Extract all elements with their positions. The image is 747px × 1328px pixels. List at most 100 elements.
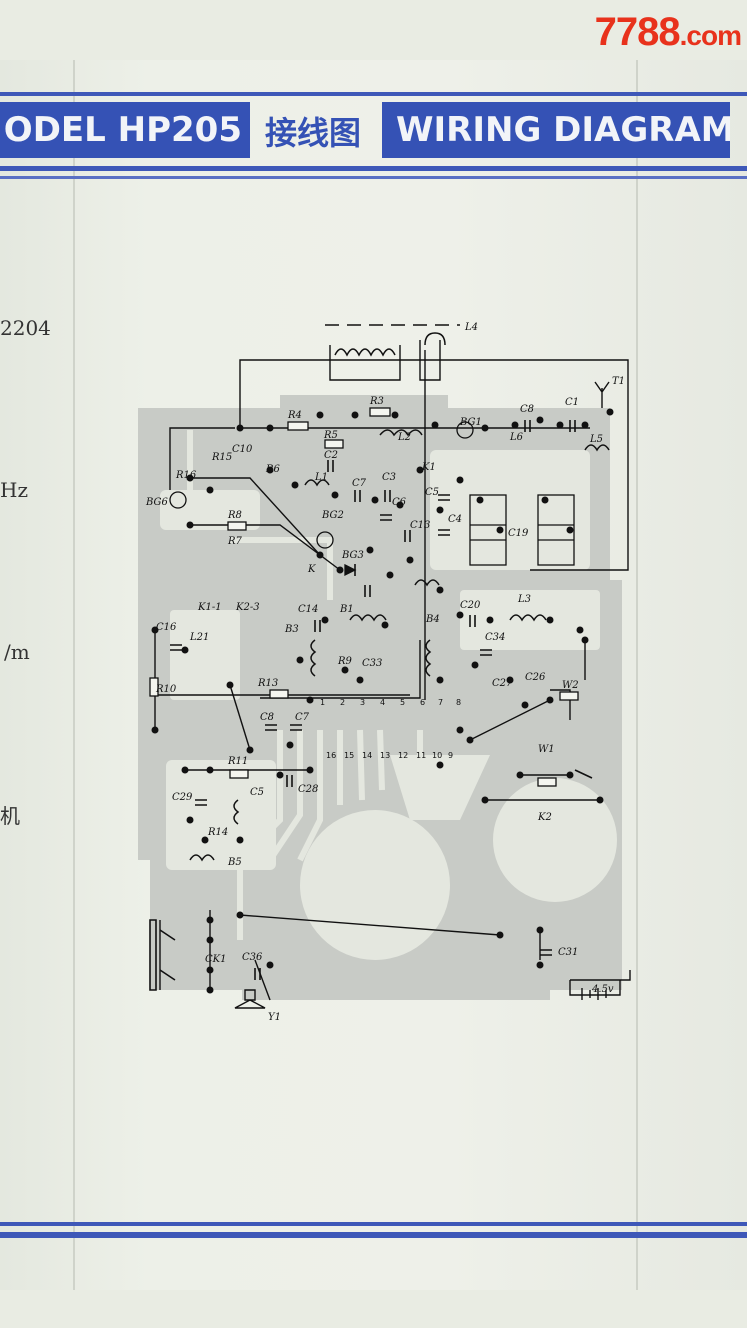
component-label: C3	[382, 472, 396, 483]
model-label: ODEL HP205	[3, 110, 242, 150]
component-label: BG3	[341, 550, 364, 561]
component-label: C10	[232, 444, 253, 455]
chinese-title: 接线图	[265, 114, 362, 152]
component-label: BG1	[459, 417, 482, 428]
header-underline-thin	[0, 176, 747, 179]
english-title: WIRING DIAGRAM	[396, 110, 730, 150]
component-label: L1	[314, 472, 328, 483]
paper-fold	[636, 60, 638, 1290]
pin-number: 7	[438, 698, 443, 707]
component-label: R3	[369, 396, 384, 407]
component-label: L4	[464, 322, 478, 333]
component-label: C4	[448, 514, 462, 525]
component-label: C28	[298, 784, 318, 795]
header-stripe	[0, 92, 747, 96]
variable-capacitor-block	[469, 494, 575, 566]
component-label: C7	[352, 478, 367, 489]
component-label: B5	[227, 857, 242, 868]
component-label: C26	[525, 672, 546, 683]
component-label: K2-3	[235, 602, 260, 613]
component-labels: L4 R4 R3 C8 C1 T1 R5 C2 L2 BG1 L6 L5 R15…	[145, 322, 625, 1020]
component-label: T1	[612, 376, 625, 387]
pin-number: 10	[432, 751, 442, 760]
wiring-diagram: L4 R4 R3 C8 C1 T1 R5 C2 L2 BG1 L6 L5 R15…	[138, 322, 631, 1020]
pin-number: 12	[398, 751, 408, 760]
english-title-banner: WIRING DIAGRAM	[382, 102, 730, 158]
pin-number-row-lower: 16 15 14 13 12 11 10 9	[326, 751, 453, 760]
switch-symbols	[149, 769, 593, 991]
component-label: K	[307, 564, 316, 575]
pin-number: 6	[420, 698, 425, 707]
component-label: R8	[227, 510, 242, 521]
component-label: B1	[339, 604, 354, 615]
component-label: C5	[425, 487, 439, 498]
component-label: C19	[508, 528, 529, 539]
pin-number: 13	[380, 751, 390, 760]
pin-number: 15	[344, 751, 354, 760]
watermark-brand: 7788	[594, 10, 681, 54]
component-label: L6	[509, 432, 524, 443]
component-label: R6	[265, 464, 281, 475]
component-label: L2	[397, 432, 411, 443]
component-label: R4	[287, 410, 302, 421]
component-label: C5	[250, 787, 264, 798]
component-label: W1	[538, 744, 555, 755]
pin-number: 4	[380, 698, 385, 707]
speaker-symbol	[234, 989, 266, 1009]
pin-number: 8	[456, 698, 461, 707]
component-label: C31	[558, 947, 578, 958]
component-label: C8	[260, 712, 274, 723]
footer-stripe	[0, 1232, 747, 1238]
component-label: K1-1	[197, 602, 222, 613]
battery-symbol	[569, 980, 621, 1000]
margin-fragment: /m	[4, 640, 30, 664]
pin-number: 9	[448, 751, 453, 760]
component-label: R14	[207, 827, 228, 838]
header-underline	[0, 166, 747, 171]
component-label: L3	[517, 594, 531, 605]
pin-number: 2	[340, 698, 345, 707]
semiconductor-symbols	[169, 421, 474, 577]
pin-number: 1	[320, 698, 325, 707]
component-label: C34	[485, 632, 505, 643]
component-label: R15	[211, 452, 232, 463]
pin-number: 5	[400, 698, 405, 707]
pin-number: 11	[416, 751, 426, 760]
component-label: R11	[227, 756, 248, 767]
component-label: B4	[425, 614, 440, 625]
capacitor-symbols	[170, 420, 576, 980]
margin-fragment: 2204	[0, 316, 51, 340]
component-label: C8	[520, 404, 534, 415]
component-label: C6	[392, 497, 407, 508]
component-label: BG6	[145, 497, 169, 508]
component-label: R5	[323, 430, 338, 441]
component-label: R9	[337, 656, 353, 667]
component-label: C16	[156, 622, 177, 633]
site-watermark: 7788.com	[594, 10, 742, 55]
pin-number: 16	[326, 751, 336, 760]
footer-stripe	[0, 1222, 747, 1226]
component-label: CK1	[205, 954, 226, 965]
component-label: 4.5v	[591, 984, 614, 995]
component-label: C1	[565, 397, 579, 408]
component-label: C2	[324, 450, 338, 461]
pin-number: 14	[362, 751, 372, 760]
component-label: B3	[284, 624, 299, 635]
component-label: L5	[589, 434, 603, 445]
margin-fragment: 机	[0, 804, 20, 828]
component-label: K2	[537, 812, 552, 823]
component-label: C33	[362, 658, 382, 669]
paper-fold	[73, 60, 75, 1290]
component-label: C29	[172, 792, 193, 803]
component-label: Y1	[268, 1012, 281, 1020]
resistor-symbols	[149, 407, 579, 787]
component-label: R7	[227, 536, 243, 547]
component-label: K1	[421, 462, 436, 473]
coil-symbols	[189, 332, 610, 862]
pcb-traces	[170, 430, 423, 940]
component-label: L21	[189, 632, 209, 643]
component-label: W2	[562, 680, 579, 691]
component-label: C27	[492, 678, 513, 689]
pin-number-row-upper: 1 2 3 4 5 6 7 8	[320, 698, 461, 707]
solder-points	[151, 408, 614, 994]
